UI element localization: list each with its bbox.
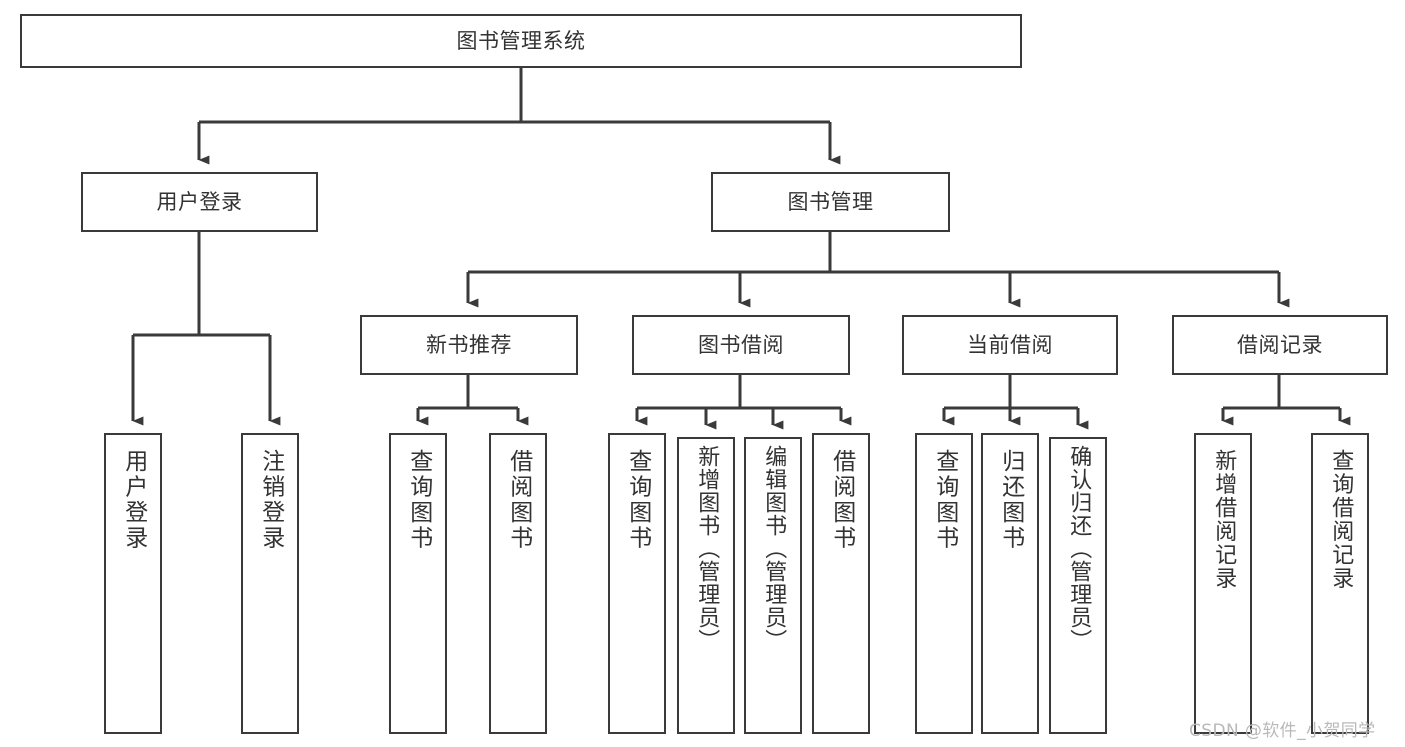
node-leaf-return-book-label: 归还图书 bbox=[997, 449, 1024, 551]
node-leaf-confirm-return-label: 确认归还（管理员） bbox=[1066, 445, 1092, 652]
node-leaf-user-login-label: 用户登录 bbox=[120, 449, 147, 551]
node-book-borrow-label: 图书借阅 bbox=[698, 332, 784, 357]
node-leaf-add-book[interactable]: 新增图书（管理员） bbox=[677, 437, 735, 734]
node-leaf-query-book-2[interactable]: 查询图书 bbox=[608, 433, 666, 734]
node-leaf-logout-login[interactable]: 注销登录 bbox=[241, 433, 299, 734]
csdn-watermark: CSDN @软件_小贺同学 bbox=[1189, 721, 1376, 741]
node-user-login[interactable]: 用户登录 bbox=[81, 172, 318, 232]
node-new-book-recommend[interactable]: 新书推荐 bbox=[360, 315, 578, 375]
node-leaf-query-record-label: 查询借阅记录 bbox=[1328, 449, 1354, 590]
node-current-borrow[interactable]: 当前借阅 bbox=[902, 315, 1118, 375]
node-leaf-logout-login-label: 注销登录 bbox=[257, 449, 284, 551]
node-leaf-borrow-book-1[interactable]: 借阅图书 bbox=[489, 433, 547, 734]
node-leaf-edit-book[interactable]: 编辑图书（管理员） bbox=[744, 437, 802, 734]
node-leaf-edit-book-label: 编辑图书（管理员） bbox=[761, 445, 787, 652]
node-borrow-record-label: 借阅记录 bbox=[1237, 332, 1323, 357]
node-leaf-query-book-2-label: 查询图书 bbox=[624, 449, 651, 551]
node-leaf-add-record-label: 新增借阅记录 bbox=[1211, 449, 1237, 590]
node-leaf-confirm-return[interactable]: 确认归还（管理员） bbox=[1049, 437, 1107, 734]
node-book-borrow[interactable]: 图书借阅 bbox=[632, 315, 850, 375]
node-leaf-query-book-3-label: 查询图书 bbox=[931, 449, 958, 551]
node-leaf-add-record[interactable]: 新增借阅记录 bbox=[1194, 433, 1252, 734]
node-leaf-borrow-book-2[interactable]: 借阅图书 bbox=[812, 433, 870, 734]
node-leaf-user-login[interactable]: 用户登录 bbox=[104, 433, 162, 734]
node-leaf-query-book-1-label: 查询图书 bbox=[405, 449, 432, 551]
node-root-label: 图书管理系统 bbox=[456, 28, 586, 53]
node-root[interactable]: 图书管理系统 bbox=[20, 14, 1022, 68]
node-book-manage-label: 图书管理 bbox=[787, 189, 874, 214]
node-current-borrow-label: 当前借阅 bbox=[967, 332, 1053, 357]
node-user-login-label: 用户登录 bbox=[156, 189, 243, 214]
node-leaf-add-book-label: 新增图书（管理员） bbox=[694, 445, 720, 652]
node-leaf-return-book[interactable]: 归还图书 bbox=[981, 433, 1039, 734]
node-leaf-borrow-book-2-label: 借阅图书 bbox=[828, 449, 855, 551]
node-leaf-query-book-1[interactable]: 查询图书 bbox=[389, 433, 447, 734]
node-borrow-record[interactable]: 借阅记录 bbox=[1172, 315, 1388, 375]
node-leaf-borrow-book-1-label: 借阅图书 bbox=[505, 449, 532, 551]
node-book-manage[interactable]: 图书管理 bbox=[711, 172, 950, 232]
node-leaf-query-book-3[interactable]: 查询图书 bbox=[915, 433, 973, 734]
node-leaf-query-record[interactable]: 查询借阅记录 bbox=[1311, 433, 1369, 734]
node-new-book-recommend-label: 新书推荐 bbox=[426, 332, 512, 357]
